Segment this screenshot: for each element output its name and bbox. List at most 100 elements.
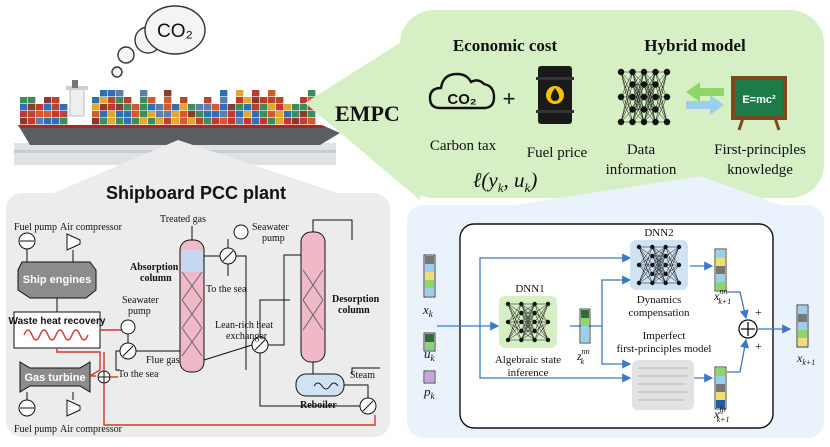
lean-rich-label-2: exchanger [226,331,268,342]
dynamics-comp-line1: Dynamics [637,294,682,306]
cargo-container [196,111,204,118]
dynamics-comp-line2: compensation [628,307,690,319]
cargo-container [300,97,308,104]
data-information-line2: information [606,162,677,178]
plus-sign: + [503,86,516,111]
cargo-container [108,111,116,118]
cargo-container [260,97,268,104]
cargo-container [276,118,284,125]
nn-node [505,319,511,325]
cargo-container [300,104,308,111]
nn-node [519,319,524,325]
nn-node [676,244,682,250]
process-flowsheet [13,219,380,426]
cargo-container [236,97,244,104]
cargo-container [52,111,60,118]
nn-node [652,118,659,126]
cargo-container [228,111,236,118]
cargo-container [180,118,188,125]
cargo-container [148,118,156,125]
nn-node [663,68,671,76]
cargo-container [220,90,228,97]
cargo-container [236,90,244,97]
cargo-container [244,111,252,118]
nn-node [650,271,655,277]
plus-top: + [755,305,762,319]
cargo-container [20,97,28,104]
cargo-container [20,111,28,118]
cargo-container [188,111,196,118]
nn-node [532,337,537,343]
cargo-container [220,104,228,111]
nn-node [663,244,668,250]
first-principles-line2: knowledge [727,162,793,178]
z-vector [579,308,591,344]
cargo-container [252,97,260,104]
vector-cell [716,250,725,258]
nn-node [650,262,655,268]
signal-arrows [437,253,792,383]
nn-node [652,106,659,113]
nn-node [636,262,642,268]
cargo-container [164,111,172,118]
lean-rich-label-1: Lean-rich heat [215,320,273,331]
nn-node [663,253,668,259]
vector-cell [581,326,589,334]
nn-node [532,301,537,307]
cargo-container [212,104,220,111]
cargo-container [36,118,44,125]
vector-cell [425,272,434,280]
gas-turbine-block [19,361,91,393]
nn-node [640,81,648,88]
cargo-container [284,111,292,118]
cargo-container [268,111,276,118]
cargo-container [260,104,268,111]
cargo-container [116,111,124,118]
vector-cell [425,288,434,296]
cargo-container [148,104,156,111]
nn-node [640,118,648,126]
cargo-container [276,97,284,104]
cargo-container [220,118,228,125]
nn-node [640,106,648,113]
vector-cell [716,258,725,266]
plant-labels: Fuel pump Air compressor Ship engines Wa… [9,214,380,435]
cargo-container [148,111,156,118]
cargo-container [108,97,116,104]
neural-network-icon [617,68,671,126]
nn-node [640,93,648,101]
cargo-container [252,104,260,111]
cargo-container [204,97,212,104]
vector-cell [425,342,434,350]
cargo-container [124,104,132,111]
co2-cloud-label: CO₂ [157,21,193,42]
vector-cell [581,318,589,326]
to-sea-1-label: To the sea [118,369,159,380]
ship-bridge [69,87,85,117]
cargo-container [92,118,100,125]
vector-cell [716,282,725,290]
dnn2-network-icon [636,244,682,286]
cargo-container [124,118,132,125]
cargo-container [108,90,116,97]
cargo-container [268,90,276,97]
cargo-container [116,90,124,97]
cargo-container [44,104,52,111]
air-compressor-top-label: Air compressor [60,222,123,233]
cargo-container [204,118,212,125]
cargo-container [220,111,228,118]
seawater-pump-2-label: Seawater [252,222,289,233]
algebraic-state-line1: Algebraic state [495,354,561,366]
cargo-container [132,111,140,118]
cargo-container [156,111,164,118]
nn-node [545,319,551,325]
vector-cell [425,280,434,288]
x-hat-label: xk+1 [796,351,815,367]
cargo-container [164,118,172,125]
cargo-container [252,111,260,118]
cargo-container [308,118,316,125]
x-fp-vector [714,366,727,410]
hybrid-model-title: Hybrid model [644,36,746,55]
nn-node [650,253,655,259]
